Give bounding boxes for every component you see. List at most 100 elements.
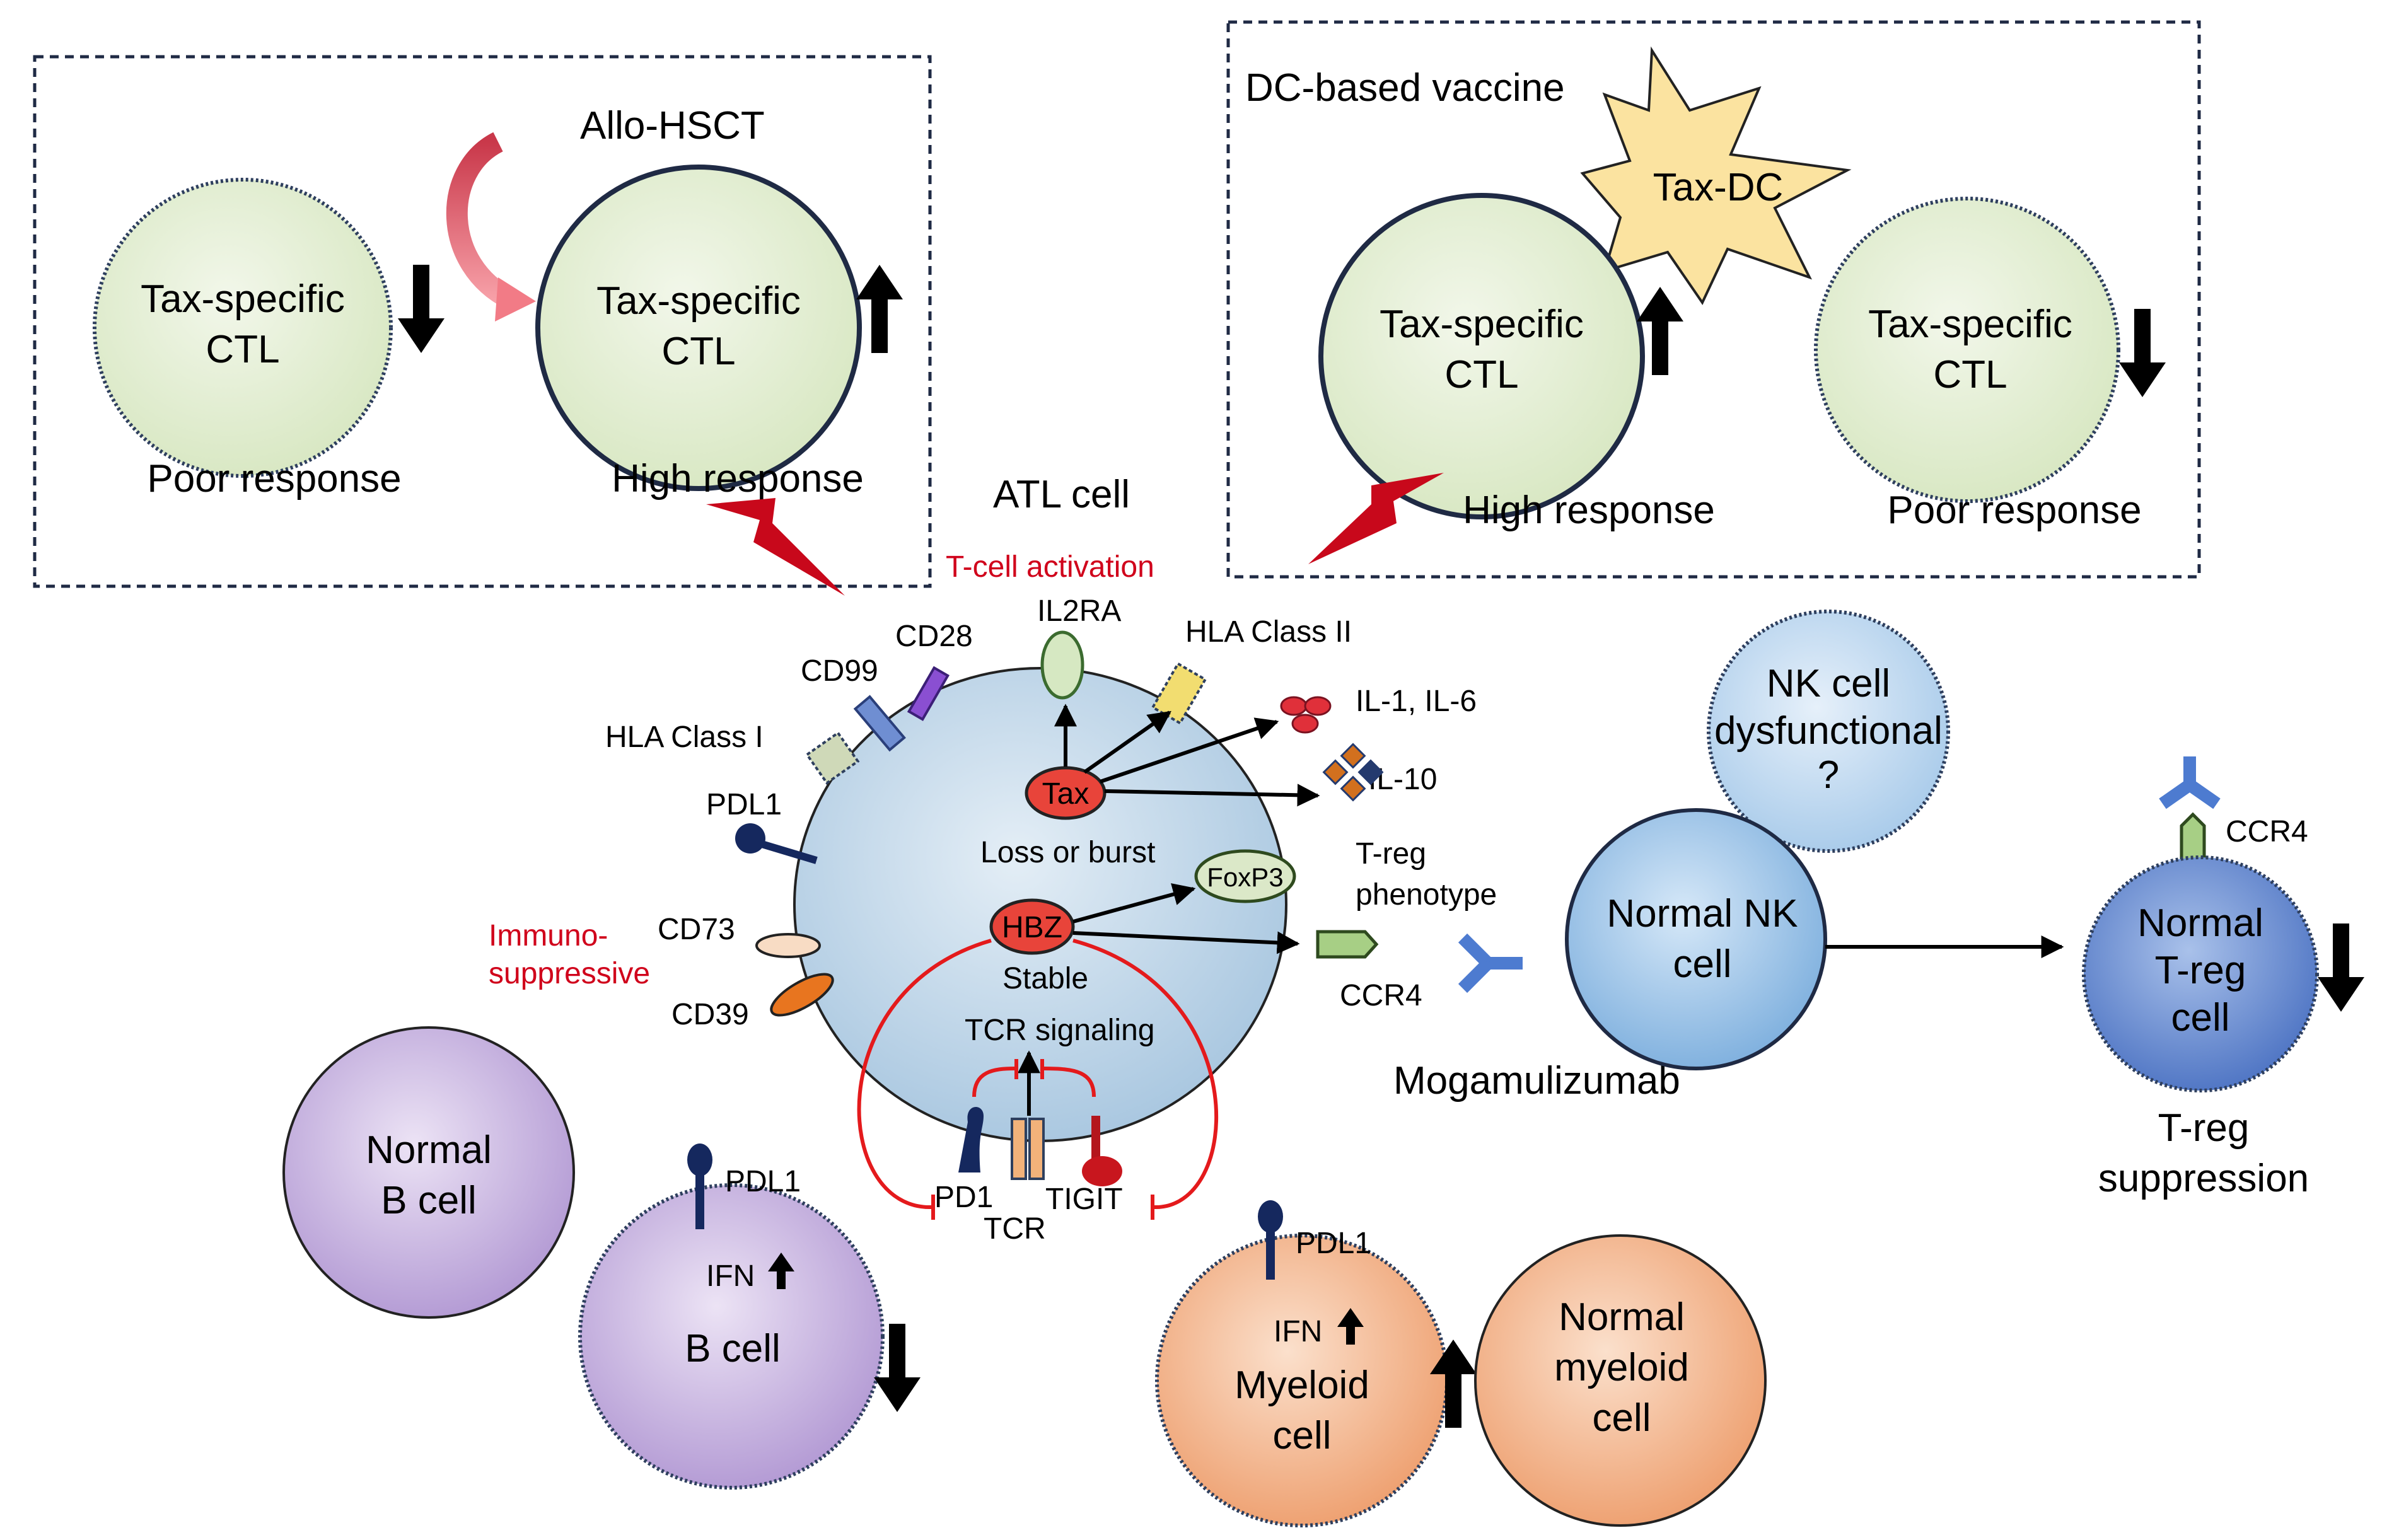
tcr-receptor-right (1028, 1118, 1045, 1180)
mogamulizumab-label: Mogamulizumab (1393, 1059, 1680, 1103)
b-cell-pdl1-head (687, 1143, 712, 1176)
treg-antibody-icon (2159, 756, 2221, 809)
myeloid-pdl1-head (1258, 1200, 1283, 1233)
lightning-right (1308, 473, 1444, 564)
hbz-label: HBZ (1002, 911, 1062, 944)
normal-myeloid-label-2: myeloid (1554, 1346, 1689, 1389)
tax-label: Tax (1042, 777, 1089, 811)
ctl-vaccine-high-label-2: CTL (1444, 353, 1518, 397)
down-arrow-icon (398, 265, 444, 353)
cd99-label: CD99 (801, 654, 878, 688)
ctl-poor-label-2: CTL (206, 328, 279, 371)
myeloid-ifn-label: IFN (1274, 1315, 1322, 1348)
nk-dysfunctional-cell (1707, 610, 1950, 853)
treg-label-1: Normal (2137, 901, 2263, 945)
b-cell (578, 1183, 885, 1490)
myeloid-label-1: Myeloid (1235, 1363, 1369, 1407)
tax-dc-label: Tax-DC (1653, 166, 1784, 209)
hbz-to-foxp3 (1072, 883, 1196, 923)
ctl-high-label-2: CTL (661, 330, 735, 373)
ctl-vaccine-high-cell (1318, 193, 1645, 519)
cd39-enzyme (770, 973, 834, 1017)
lightning-left (706, 498, 845, 596)
hbz-loop-right (1072, 939, 1218, 1210)
treg-suppression-label-2: suppression (2098, 1157, 2309, 1200)
foxp3-protein (1194, 849, 1296, 903)
stable-label: Stable (1002, 962, 1088, 995)
high-response-label: High response (612, 457, 864, 501)
normal-nk-cell (1565, 808, 1827, 1070)
pdl1-head (735, 823, 765, 854)
myeloid-pdl1-label: PDL1 (1296, 1227, 1371, 1260)
ccr4-receptor (1316, 930, 1379, 959)
ctl-high-label-1: Tax-specific (596, 279, 801, 323)
b-cell-pdl1-label: PDL1 (725, 1165, 801, 1198)
up-arrow-icon (1637, 287, 1683, 375)
vaccine-high-response-label: High response (1463, 489, 1715, 532)
normal-b-label-1: Normal (366, 1128, 492, 1172)
il10-cytokines (1322, 743, 1384, 802)
nk-dysfunctional-label-1: NK cell (1767, 662, 1890, 705)
il1-il6-cytokines (1280, 696, 1332, 734)
cd99-receptor (853, 695, 906, 752)
normal-b-cell (282, 1026, 575, 1319)
normal-myeloid-label-1: Normal (1559, 1295, 1685, 1339)
down-arrow-icon (874, 1324, 921, 1412)
cd73-label: CD73 (658, 913, 735, 946)
transplant-arrow-head (495, 277, 536, 321)
loss-or-burst-label: Loss or burst (980, 836, 1155, 869)
treg-ccr4-label: CCR4 (2226, 815, 2308, 848)
cd28-receptor (907, 666, 950, 721)
tax-to-il10 (1104, 784, 1320, 807)
myeloid-label-2: cell (1272, 1414, 1331, 1457)
hla-class-ii-label: HLA Class II (1185, 615, 1352, 649)
tcr-label: TCR (984, 1212, 1046, 1246)
cd39-label: CD39 (671, 998, 749, 1031)
ctl-vaccine-poor-label-2: CTL (1933, 353, 2007, 397)
b-cell-ifn-label: IFN (706, 1259, 755, 1293)
pd1-label: PD1 (934, 1181, 993, 1214)
hbz-protein (989, 898, 1075, 955)
ctl-high-cell (535, 165, 862, 491)
suppressive-label: suppressive (489, 957, 650, 990)
treg-label-3: cell (2171, 996, 2229, 1039)
dc-vaccine-title: DC-based vaccine (1245, 66, 1565, 110)
normal-myeloid-cell (1474, 1234, 1767, 1527)
tcr-receptor-left (1011, 1118, 1027, 1180)
pd1-receptor (958, 1107, 984, 1172)
tax-to-hla2 (1083, 710, 1171, 774)
atl-cell-title: ATL cell (993, 473, 1130, 516)
foxp3-label: FoxP3 (1207, 862, 1283, 892)
tigit-inhibition (1043, 1067, 1096, 1097)
hbz-loop-left (857, 939, 992, 1210)
tax-to-il1 (1100, 717, 1279, 784)
normal-b-label-2: B cell (381, 1179, 477, 1222)
cd73-enzyme (755, 933, 821, 958)
treg-phenotype-label-1: T-reg (1356, 837, 1426, 871)
t-cell-activation-label: T-cell activation (946, 550, 1154, 584)
vaccine-poor-response-label: Poor response (1887, 489, 2141, 532)
normal-nk-label-2: cell (1673, 942, 1731, 986)
treg-label-2: T-reg (2155, 949, 2246, 992)
b-cell-label: B cell (685, 1327, 781, 1370)
treg-phenotype-label-2: phenotype (1356, 878, 1497, 912)
up-arrow-icon (768, 1253, 794, 1289)
ctl-vaccine-high-label-1: Tax-specific (1380, 303, 1584, 346)
mogamulizumab-antibody-icon (1458, 933, 1523, 993)
ctl-poor-cell (93, 178, 393, 478)
pdl1-label: PDL1 (706, 788, 782, 821)
normal-myeloid-label-3: cell (1592, 1396, 1651, 1440)
up-arrow-icon (1430, 1340, 1477, 1428)
ctl-vaccine-poor-label-1: Tax-specific (1868, 303, 2072, 346)
nk-dysfunctional-label-2: dysfunctional (1714, 709, 1943, 753)
nk-dysfunctional-label-3: ? (1818, 753, 1839, 797)
tcr-signaling-label: TCR signaling (965, 1014, 1154, 1047)
hla-class-i-receptor (805, 731, 860, 785)
ctl-vaccine-poor-cell (1814, 197, 2120, 503)
poor-response-label: Poor response (147, 457, 401, 501)
pd1-inhibition (972, 1067, 1016, 1097)
allo-hsct-box (33, 55, 932, 588)
il2ra-label: IL2RA (1037, 594, 1121, 628)
up-arrow-icon (1337, 1308, 1364, 1345)
